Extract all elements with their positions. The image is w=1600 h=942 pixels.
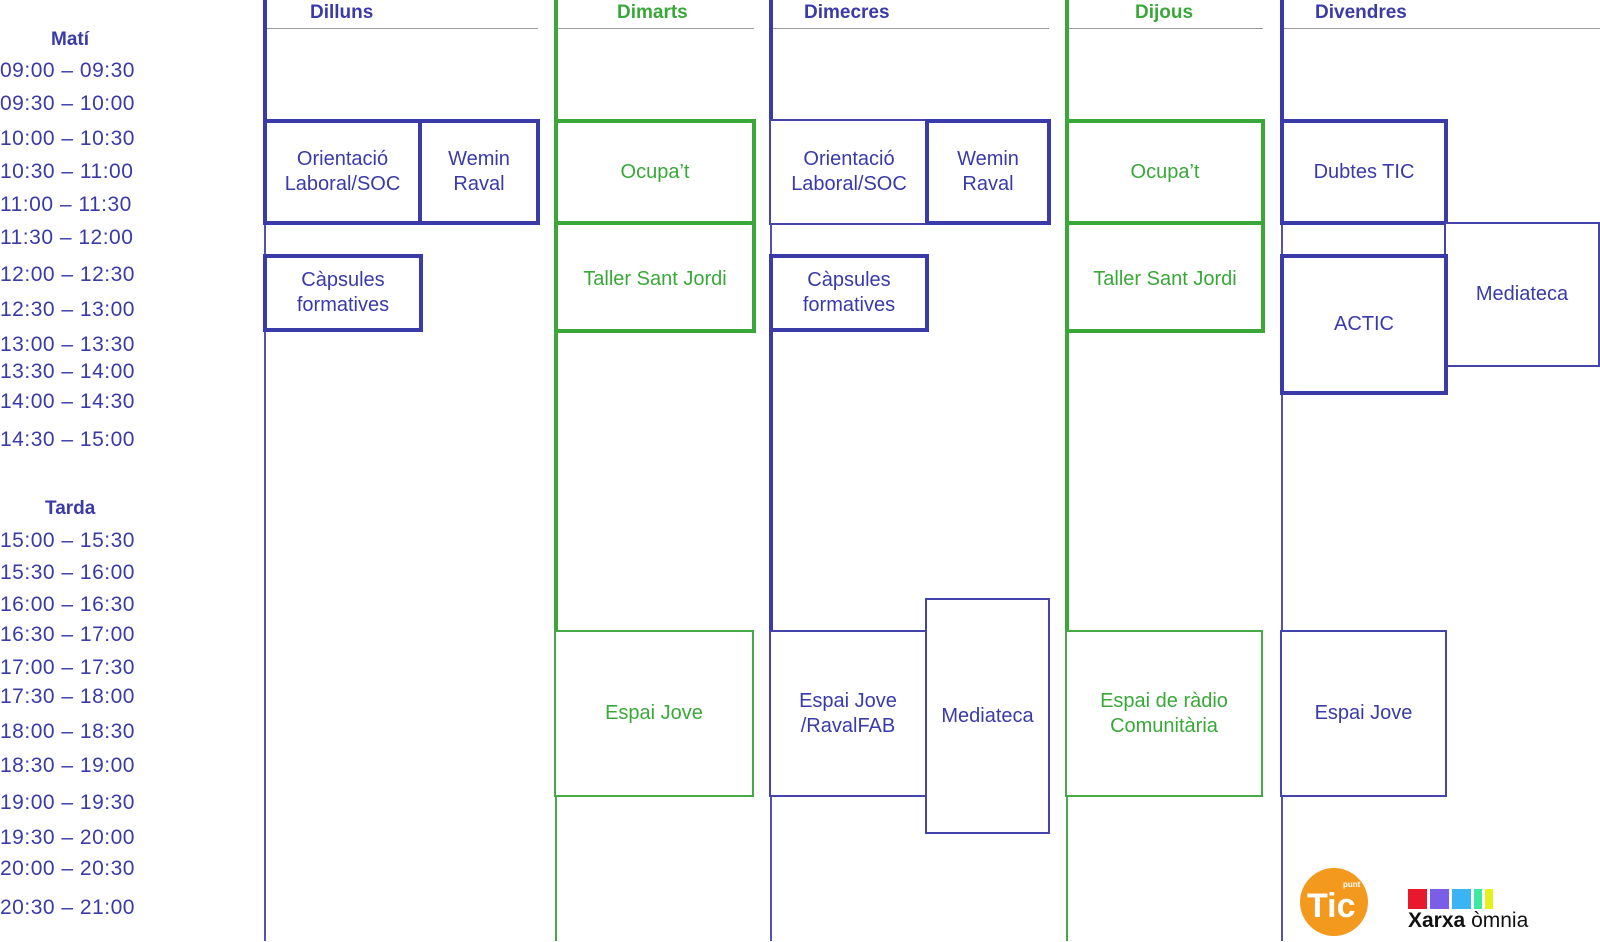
header-underline bbox=[772, 28, 1049, 29]
activity-label: formatives bbox=[802, 294, 896, 316]
time-slot: 16:30 – 17:00 bbox=[0, 623, 135, 646]
xarxa-omnia-text2: òmnia bbox=[1471, 909, 1529, 932]
time-slot: 17:00 – 17:30 bbox=[0, 656, 135, 679]
time-slot: 18:00 – 18:30 bbox=[0, 720, 135, 743]
day-header-dimarts: Dimarts bbox=[617, 2, 688, 23]
activity-label: Dubtes TIC bbox=[1313, 160, 1415, 183]
column-line-dilluns bbox=[263, 0, 267, 120]
activity-label: Taller Sant Jordi bbox=[583, 268, 727, 290]
activity-label: Espai Jove bbox=[605, 702, 703, 724]
time-slot: 20:00 – 20:30 bbox=[0, 857, 135, 880]
activity-label: Càpsules bbox=[807, 269, 891, 291]
time-slot: 13:30 – 14:00 bbox=[0, 360, 135, 383]
activity-label: Raval bbox=[453, 173, 505, 195]
activity-label: Espai Jove bbox=[1314, 702, 1413, 724]
activity-label: Orientació bbox=[803, 148, 895, 170]
time-slot: 11:00 – 11:30 bbox=[0, 193, 132, 216]
activity-ocupat[interactable]: Ocupa’t bbox=[554, 119, 756, 225]
activity-label: Espai de ràdio bbox=[1100, 689, 1228, 712]
activity-label: Laboral/SOC bbox=[791, 173, 907, 195]
time-slot: 09:00 – 09:30 bbox=[0, 59, 135, 82]
activity-label: Mediateca bbox=[1475, 283, 1569, 305]
activity-label: Wemin bbox=[448, 148, 510, 170]
activity-espai-jove[interactable]: Espai Jove bbox=[1280, 630, 1447, 797]
activity-label: Wemin bbox=[957, 148, 1019, 170]
activity-taller-sant-jordi[interactable]: Taller Sant Jordi bbox=[554, 221, 756, 333]
day-header-divendres: Divendres bbox=[1315, 2, 1407, 23]
activity-label: Ocupa’t bbox=[620, 160, 690, 183]
time-slot: 12:00 – 12:30 bbox=[0, 263, 135, 286]
time-slot: 15:00 – 15:30 bbox=[0, 529, 135, 552]
time-slot: 09:30 – 10:00 bbox=[0, 92, 135, 115]
activity-espai-jove[interactable]: Espai Jove bbox=[554, 630, 754, 797]
xarxa-omnia-logo: Xarxa òmnia bbox=[1408, 889, 1558, 939]
activity-label: Mediateca bbox=[941, 704, 1034, 727]
activity-label: /RavalFAB bbox=[800, 714, 896, 737]
morning-label: Matí bbox=[51, 29, 89, 50]
punt-tic-logo-small: punt bbox=[1343, 880, 1361, 889]
day-header-dijous: Dijous bbox=[1135, 2, 1194, 23]
time-slot: 10:30 – 11:00 bbox=[0, 160, 134, 183]
activity-label: formatives bbox=[296, 294, 390, 316]
activity-label: Taller Sant Jordi bbox=[1093, 268, 1237, 290]
activity-dubtes-tic[interactable]: Dubtes TIC bbox=[1280, 119, 1448, 225]
time-slot: 16:00 – 16:30 bbox=[0, 593, 135, 616]
activity-ocupat[interactable]: Ocupa’t bbox=[1065, 119, 1265, 225]
activity-espai-jove-ravalfab[interactable]: Espai Jove/RavalFAB bbox=[769, 630, 927, 797]
day-header-dimecres: Dimecres bbox=[804, 2, 890, 23]
time-slot: 15:30 – 16:00 bbox=[0, 561, 135, 584]
activity-label: ACTIC bbox=[1334, 313, 1394, 335]
activity-label: Càpsules bbox=[301, 269, 385, 291]
time-slot: 10:00 – 10:30 bbox=[0, 127, 135, 150]
afternoon-label: Tarda bbox=[45, 498, 96, 519]
time-slot: 17:30 – 18:00 bbox=[0, 685, 135, 708]
activity-label: Orientació bbox=[296, 148, 389, 170]
time-slot: 14:30 – 15:00 bbox=[0, 428, 135, 451]
activity-label: Ocupa’t bbox=[1130, 160, 1200, 183]
header-underline bbox=[557, 28, 754, 29]
punt-tic-logo: punt Tic bbox=[1299, 867, 1369, 937]
column-line-dimecres bbox=[769, 255, 773, 630]
xarxa-omnia-bars bbox=[1408, 889, 1558, 909]
time-slot: 11:30 – 12:00 bbox=[0, 226, 134, 249]
time-slot: 18:30 – 19:00 bbox=[0, 754, 135, 777]
time-slot: 20:30 – 21:00 bbox=[0, 896, 135, 919]
activity-label: Comunitària bbox=[1110, 714, 1218, 737]
header-underline bbox=[265, 28, 538, 29]
activity-label: Laboral/SOC bbox=[284, 173, 401, 195]
time-slot: 14:00 – 14:30 bbox=[0, 390, 135, 413]
day-header-dilluns: Dilluns bbox=[310, 2, 374, 23]
activity-label: Espai Jove bbox=[799, 689, 897, 712]
activity-capsules-formatives[interactable]: Càpsules formatives bbox=[263, 254, 423, 332]
header-underline bbox=[1068, 28, 1263, 29]
column-line-dimecres bbox=[769, 0, 773, 120]
activity-actic[interactable]: ACTIC bbox=[1280, 254, 1448, 395]
time-slot: 19:00 – 19:30 bbox=[0, 791, 135, 814]
activity-label: Raval bbox=[962, 173, 1014, 195]
column-line-divendres bbox=[1281, 120, 1283, 941]
header-underline bbox=[1283, 28, 1600, 29]
time-slot: 13:00 – 13:30 bbox=[0, 333, 135, 356]
activity-capsules-formatives[interactable]: Càpsules formatives bbox=[769, 254, 929, 332]
activity-taller-sant-jordi[interactable]: Taller Sant Jordi bbox=[1065, 221, 1265, 333]
punt-tic-logo-big: Tic bbox=[1307, 887, 1356, 925]
time-slot: 12:30 – 13:00 bbox=[0, 298, 135, 321]
column-line-dilluns bbox=[264, 120, 266, 941]
time-slot: 19:30 – 20:00 bbox=[0, 826, 135, 849]
column-line-divendres bbox=[1280, 0, 1284, 120]
activity-mediateca[interactable]: Mediateca bbox=[925, 598, 1050, 834]
xarxa-omnia-text1: Xarxa bbox=[1408, 909, 1466, 932]
activity-mediateca[interactable]: Mediateca bbox=[1444, 222, 1600, 367]
